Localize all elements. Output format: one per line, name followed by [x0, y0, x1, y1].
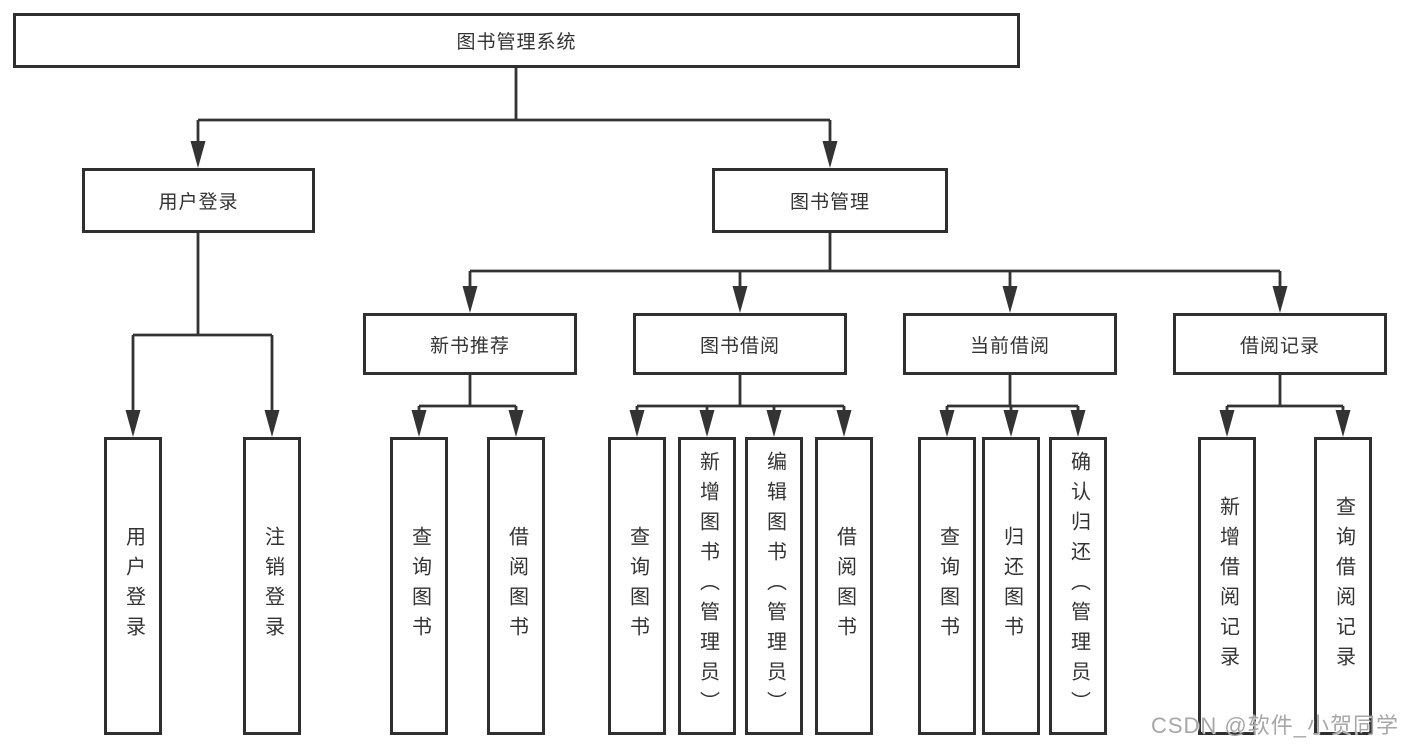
- node-label: 新增借阅记录: [1216, 496, 1239, 676]
- node-borrow-records: 借阅记录: [1173, 313, 1387, 375]
- node-label: 图书借阅: [699, 335, 780, 357]
- leaf-edit-book-admin: 编辑图书（管理员）: [745, 437, 803, 735]
- node-label: 借阅记录: [1239, 335, 1320, 357]
- leaf-user-login: 用户登录: [104, 437, 162, 735]
- node-label: 查询借阅记录: [1332, 496, 1355, 676]
- node-label: 查询图书: [626, 526, 649, 646]
- leaf-confirm-return-admin: 确认归还（管理员）: [1049, 437, 1107, 735]
- node-label: 图书管理系统: [456, 32, 577, 53]
- node-label: 用户登录: [122, 526, 145, 646]
- leaf-query-books-current: 查询图书: [918, 437, 976, 735]
- node-label: 用户登录: [158, 192, 239, 213]
- node-label: 新书推荐: [429, 335, 510, 357]
- node-root-library-system: 图书管理系统: [13, 13, 1020, 68]
- leaf-query-books-recommend: 查询图书: [390, 437, 448, 735]
- node-label: 借阅图书: [833, 526, 856, 646]
- leaf-borrow-books: 借阅图书: [815, 437, 873, 735]
- csdn-watermark: CSDN @软件_小贺同学: [1150, 713, 1399, 738]
- node-current-borrow: 当前借阅: [903, 313, 1117, 375]
- node-label: 归还图书: [1000, 526, 1023, 646]
- node-label: 确认归还（管理员）: [1067, 451, 1090, 721]
- node-user-login: 用户登录: [82, 168, 315, 233]
- leaf-add-book-admin: 新增图书（管理员）: [678, 437, 736, 735]
- leaf-query-borrow-record: 查询借阅记录: [1314, 437, 1372, 735]
- node-label: 新增图书（管理员）: [696, 451, 719, 721]
- node-label: 借阅图书: [505, 526, 528, 646]
- node-book-borrow: 图书借阅: [633, 313, 847, 375]
- node-label: 当前借阅: [969, 335, 1050, 357]
- node-label: 图书管理: [789, 192, 870, 213]
- node-book-management: 图书管理: [712, 168, 948, 233]
- leaf-return-book: 归还图书: [982, 437, 1040, 735]
- node-label: 注销登录: [261, 526, 284, 646]
- node-label: 编辑图书（管理员）: [763, 451, 786, 721]
- leaf-logout: 注销登录: [243, 437, 301, 735]
- leaf-borrow-books-recommend: 借阅图书: [487, 437, 545, 735]
- node-label: 查询图书: [408, 526, 431, 646]
- leaf-add-borrow-record: 新增借阅记录: [1198, 437, 1256, 735]
- leaf-query-books-borrow: 查询图书: [608, 437, 666, 735]
- node-new-book-recommend: 新书推荐: [363, 313, 577, 375]
- node-label: 查询图书: [936, 526, 959, 646]
